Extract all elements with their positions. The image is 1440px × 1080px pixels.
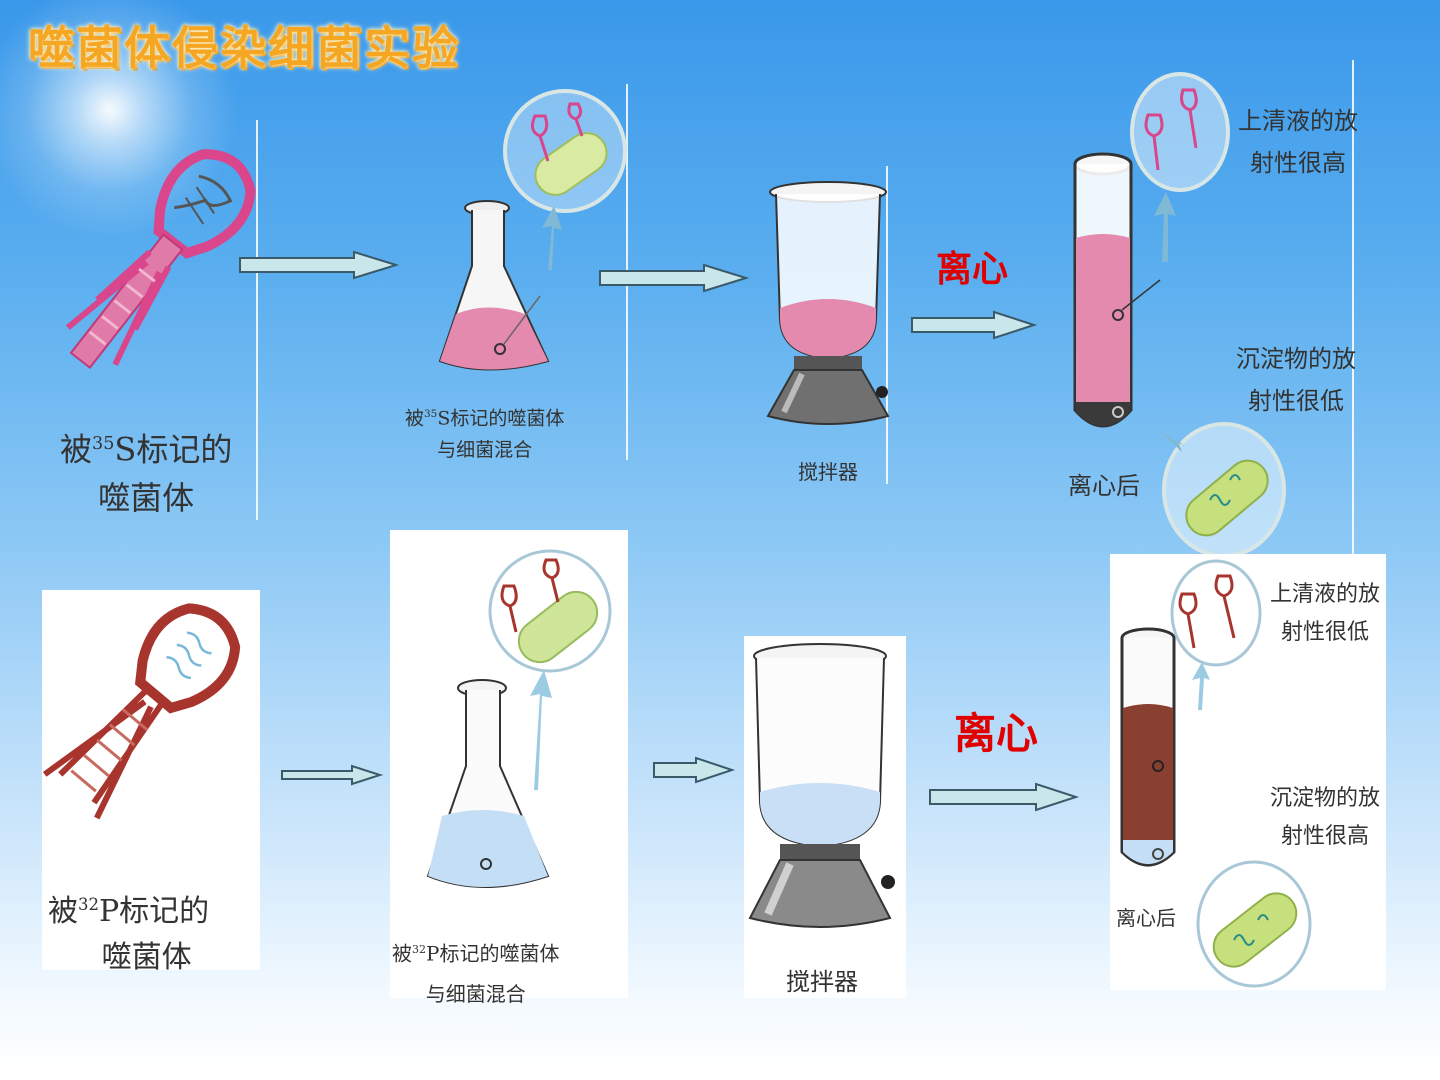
top-flask-label: 被35S标记的噬菌体 与细菌混合 (405, 407, 565, 462)
pink-blender-illustration (766, 181, 890, 425)
red-phage-panel (42, 590, 260, 970)
zoom-arrow-icon (1158, 430, 1184, 452)
arrow-right (911, 310, 1038, 340)
sun-glow-decoration (0, 0, 240, 240)
zoom-arrow-icon (542, 206, 562, 270)
arrow-right (929, 782, 1080, 812)
magnified-bacterium-circle (488, 549, 612, 673)
bottom-centrifuge-label: 离心 (954, 709, 1039, 758)
arrow-right (281, 764, 384, 786)
magnified-phage-circle (1170, 559, 1262, 667)
divider-line (256, 120, 258, 520)
top-after-centrifuge-label: 离心后 (1068, 472, 1140, 500)
page-title: 噬菌体侵染细菌实验 (28, 21, 460, 75)
arrow-right (599, 263, 750, 293)
zoom-arrow-icon (1192, 662, 1210, 710)
top-blender-label: 搅拌器 (798, 460, 858, 484)
magnified-phage-circle (1130, 72, 1230, 192)
bottom-blender-label: 搅拌器 (786, 968, 858, 996)
pink-phage-illustration (65, 149, 256, 370)
pink-flask-illustration (438, 200, 550, 371)
blue-blender-illustration (748, 643, 895, 928)
arrow-right (239, 250, 400, 280)
top-phage-label: 被35S标记的 噬菌体 (60, 430, 233, 517)
bottom-phage-label: 被32P标记的 噬菌体 (48, 894, 210, 975)
zoom-arrow-icon (1154, 192, 1176, 262)
top-sediment-label: 沉淀物的放射性很低 (1236, 345, 1356, 415)
magnified-bacterium-circle (1196, 860, 1312, 988)
pink-test-tube-illustration (1073, 152, 1161, 428)
bottom-supernatant-label: 上清液的放射性很低 (1270, 582, 1381, 645)
bottom-sediment-label: 沉淀物的放射性很高 (1270, 786, 1381, 849)
top-supernatant-label: 上清液的放射性很高 (1238, 107, 1358, 177)
divider-line (886, 166, 888, 484)
bottom-flask-label: 被32P标记的噬菌体 与细菌混合 (392, 941, 560, 1006)
red-phage-illustration (42, 603, 241, 820)
blue-flask-illustration (426, 679, 550, 888)
brown-test-tube-illustration (1120, 627, 1176, 867)
divider-line (1352, 60, 1354, 560)
zoom-arrow-icon (530, 670, 552, 790)
arrow-right (653, 756, 736, 784)
top-centrifuge-label: 离心 (936, 248, 1009, 290)
bottom-after-centrifuge-label: 离心后 (1116, 906, 1176, 930)
magnified-bacterium-circle (1162, 422, 1286, 558)
magnified-bacterium-circle (503, 89, 627, 213)
